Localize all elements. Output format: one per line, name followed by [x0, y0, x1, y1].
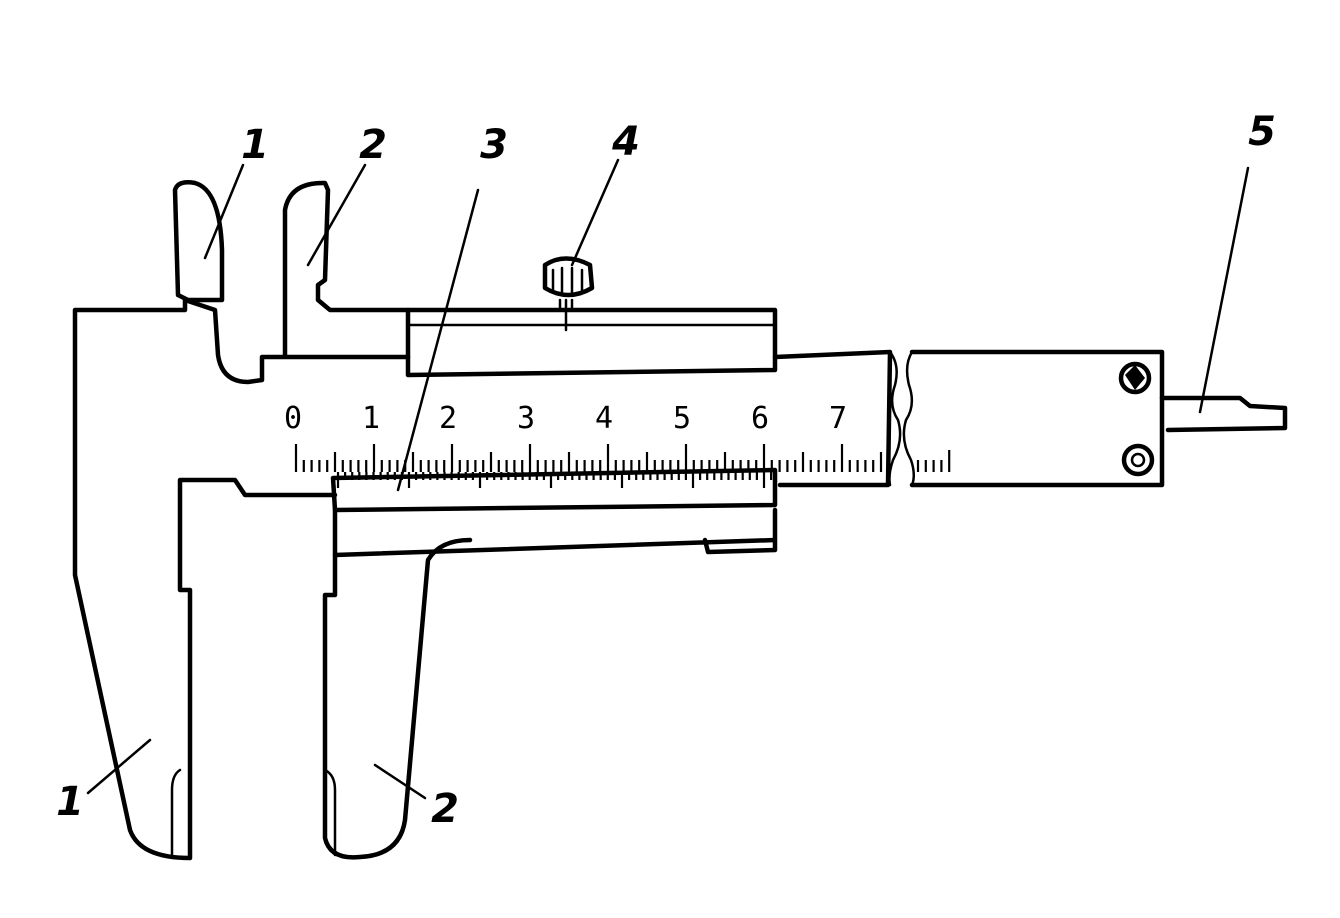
leader-top-jaw-2 — [306, 163, 367, 267]
fixed-jaw-body — [72, 297, 893, 861]
main-scale-number: 0 — [284, 401, 302, 436]
leader-bottom-jaw-1 — [86, 738, 152, 795]
end-screw-top-icon — [1118, 361, 1152, 395]
main-scale-number: 3 — [517, 401, 535, 436]
depth-rod — [1159, 395, 1288, 433]
leader-vernier-3 — [396, 188, 480, 492]
beam-end — [909, 349, 1165, 488]
slider-upper-rail — [405, 307, 778, 378]
callout-bottom-jaw-1: 1 — [56, 779, 84, 825]
vernier-plate — [330, 467, 778, 513]
leader-bottom-jaw-2 — [373, 763, 427, 800]
vernier-scale-ticks — [336, 472, 773, 488]
main-scale-ticks — [294, 444, 883, 472]
upper-jaw-2 — [282, 180, 411, 358]
callout-screw-4: 4 — [611, 119, 640, 165]
leader-screw-4 — [570, 158, 620, 267]
main-scale-number: 2 — [439, 401, 457, 436]
callout-top-jaw-1: 1 — [241, 122, 269, 168]
main-scale-number: 7 — [829, 401, 847, 436]
main-scale-number: 6 — [751, 401, 769, 436]
callout-vernier-3: 3 — [480, 122, 508, 168]
end-screw-bottom-icon — [1121, 443, 1155, 477]
lower-jaw-1-inner — [170, 768, 182, 857]
beam-break — [888, 350, 915, 487]
locking-screw-icon — [542, 256, 595, 332]
slider-lower-body — [332, 507, 778, 558]
main-scale-number: 5 — [673, 401, 691, 436]
leader-depth-rod-5 — [1198, 166, 1250, 414]
callout-top-jaw-2: 2 — [359, 122, 387, 168]
main-scale-number: 1 — [362, 401, 380, 436]
callout-depth-rod-5: 5 — [1248, 109, 1276, 155]
callout-bottom-jaw-2: 2 — [431, 786, 459, 832]
beam-end-ticks — [916, 450, 951, 472]
upper-jaw-1 — [172, 180, 225, 303]
lower-jaw-2-inner — [323, 768, 337, 857]
leader-top-jaw-1 — [203, 163, 245, 260]
main-scale-number: 4 — [595, 401, 613, 436]
lower-jaw-2 — [322, 537, 473, 860]
